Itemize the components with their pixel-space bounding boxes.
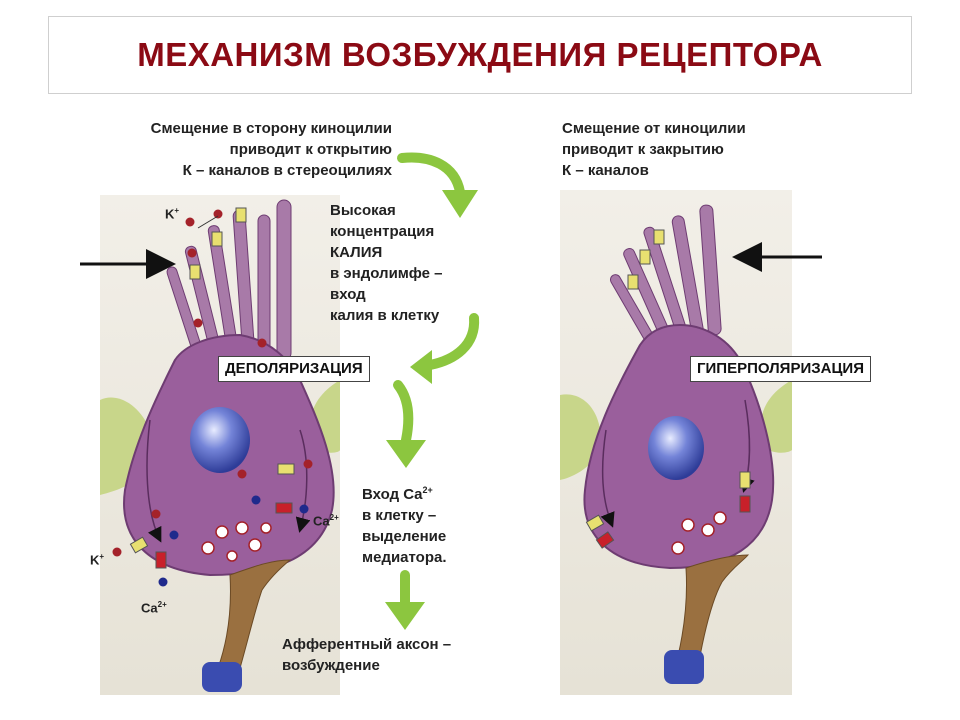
left-vesicles bbox=[201, 521, 272, 562]
green-flow-arrows bbox=[393, 152, 480, 610]
right-axon-terminal bbox=[664, 650, 704, 684]
k-label-top: K+ bbox=[165, 206, 180, 222]
right-vesicles bbox=[671, 511, 727, 555]
hyperpolarization-label: ГИПЕРПОЛЯРИЗАЦИЯ bbox=[690, 356, 871, 382]
axon-line-2: возбуждение bbox=[282, 657, 380, 674]
left-ca-ions bbox=[158, 495, 309, 587]
page-title: МЕХАНИЗМ ВОЗБУЖДЕНИЯ РЕЦЕПТОРА bbox=[137, 36, 823, 73]
potassium-line-2: концентрация bbox=[330, 223, 435, 240]
left-caption-line-3: К – каналов в стереоцилиях bbox=[182, 162, 392, 179]
depolarization-label: ДЕПОЛЯРИЗАЦИЯ bbox=[218, 356, 370, 382]
calcium-line-4: медиатора. bbox=[362, 549, 447, 566]
left-cell-panel bbox=[100, 195, 340, 695]
title-box: МЕХАНИЗМ ВОЗБУЖДЕНИЯ РЕЦЕПТОРА bbox=[48, 16, 912, 94]
right-ca-channels bbox=[595, 495, 751, 549]
right-caption-line-2: приводит к закрытию bbox=[562, 141, 724, 158]
left-current-arrow-a bbox=[146, 419, 162, 543]
green-arrow-heads bbox=[385, 190, 478, 630]
right-support-cell-b bbox=[761, 380, 792, 453]
left-kinocilium bbox=[276, 199, 292, 361]
ca-label-bottom: Ca2+ bbox=[141, 600, 167, 616]
potassium-line-3: КАЛИЯ bbox=[330, 244, 383, 261]
left-ca-channels bbox=[155, 502, 293, 569]
left-axon-terminal bbox=[202, 662, 242, 692]
k-label-bottom: K+ bbox=[90, 552, 105, 568]
right-cell-panel bbox=[560, 190, 792, 695]
ca-label-right: Ca2+ bbox=[313, 513, 339, 529]
left-nucleus bbox=[190, 407, 250, 473]
axon-line-1: Афферентный аксон – bbox=[282, 636, 452, 653]
potassium-line-4: в эндолимфе – bbox=[330, 265, 443, 282]
left-caption-line-1: Смещение в сторону киноцилии bbox=[150, 120, 392, 137]
right-caption: Смещение от киноцилии приводит к закрыти… bbox=[562, 118, 842, 181]
right-caption-line-1: Смещение от киноцилии bbox=[562, 120, 746, 137]
right-afferent-axon bbox=[677, 554, 750, 657]
left-caption-line-2: приводит к открытию bbox=[229, 141, 392, 158]
right-nucleus bbox=[648, 416, 704, 480]
potassium-line-6: калия в клетку bbox=[330, 307, 440, 324]
right-stereocilia bbox=[610, 204, 722, 346]
right-k-channels bbox=[585, 229, 751, 532]
potassium-line-5: вход bbox=[330, 286, 366, 303]
right-current-arrow-a bbox=[600, 429, 615, 528]
calcium-line-1: Вход Ca2+ bbox=[362, 485, 433, 503]
calcium-line-2: в клетку – bbox=[362, 507, 437, 524]
calcium-text: Вход Ca2+ в клетку – выделение медиатора… bbox=[362, 480, 502, 568]
left-k-ions bbox=[112, 209, 313, 557]
right-caption-line-3: К – каналов bbox=[562, 162, 649, 179]
calcium-line-3: выделение bbox=[362, 528, 447, 545]
green-arrow-3 bbox=[393, 380, 414, 445]
left-caption: Смещение в сторону киноцилии приводит к … bbox=[60, 118, 392, 181]
axon-text: Афферентный аксон – возбуждение bbox=[282, 634, 512, 676]
potassium-line-1: Высокая bbox=[330, 202, 396, 219]
left-afferent-axon bbox=[217, 559, 292, 669]
green-arrow-1 bbox=[397, 152, 465, 197]
left-k-entry-line bbox=[197, 215, 219, 229]
left-current-arrow-b bbox=[295, 429, 311, 533]
left-k-channels bbox=[129, 207, 295, 554]
potassium-text: Высокая концентрация КАЛИЯ в эндолимфе –… bbox=[330, 200, 490, 326]
green-arrow-2 bbox=[425, 313, 480, 370]
